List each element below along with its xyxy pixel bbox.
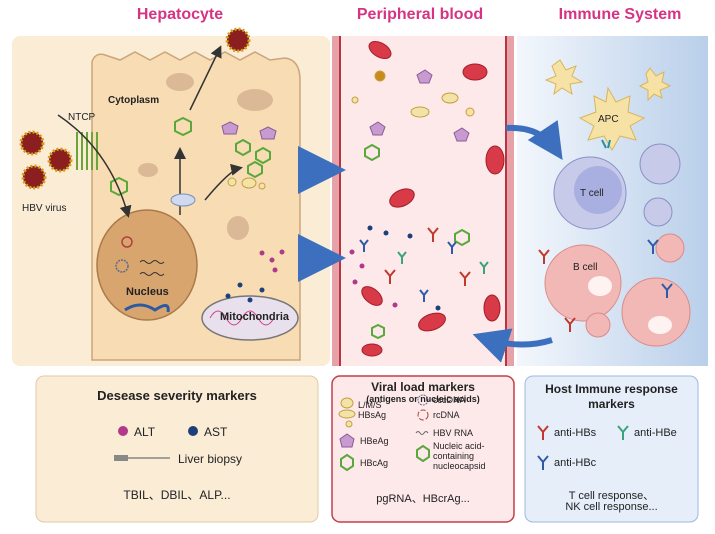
- red-blood-cells: [361, 40, 505, 357]
- ast-label: AST: [204, 425, 228, 439]
- immune-others-line1: T cell response、: [568, 490, 655, 502]
- severity-box-title: Desease severity markers: [97, 388, 257, 403]
- anti-hbs-label: anti-HBs: [554, 427, 597, 439]
- anti-hbc-label: anti-HBc: [554, 457, 597, 469]
- b-cell: [544, 244, 622, 322]
- t-cell-label: T cell: [580, 188, 604, 199]
- anti-hbe-label: anti-HBe: [634, 427, 677, 439]
- nucleocapsid-icon: [416, 444, 430, 463]
- alt-dot-icon: [118, 426, 128, 436]
- nucleocapsid-label-line2: containing: [433, 451, 475, 461]
- cccdna-label: cccDNA: [433, 395, 466, 405]
- ntcp-label: NTCP: [68, 112, 96, 123]
- severity-others: TBIL、DBIL、ALP...: [123, 488, 231, 502]
- hepatocyte-header: Hepatocyte: [136, 6, 224, 23]
- cytoplasm-label: Cytoplasm: [108, 95, 160, 106]
- viral-others: pgRNA、HBcrAg...: [376, 493, 470, 505]
- immune-others-line2: NK cell response...: [565, 501, 658, 513]
- viral-box-subtitle: (antigens or nucleic acids): [366, 394, 480, 404]
- hbv-virus-icon: [19, 27, 251, 190]
- peripheral-blood-header: Peripheral blood: [356, 6, 484, 23]
- arrow-to-blood-return: [472, 328, 553, 363]
- blood-vessel: [332, 36, 514, 366]
- alt-label: ALT: [134, 425, 156, 439]
- hbcag-label: HBcAg: [360, 458, 389, 468]
- mitochondria-label: Mitochondria: [220, 311, 290, 323]
- rcdna-label: rcDNA: [433, 410, 460, 420]
- ast-dot-icon: [188, 426, 198, 436]
- immune-system-header: Immune System: [558, 6, 682, 23]
- nucleus: [96, 209, 198, 321]
- immune-box-title-line2: markers: [588, 397, 635, 411]
- b-cell-label: B cell: [573, 262, 598, 273]
- hbcag-icon: [340, 453, 354, 472]
- anti-hbe-icon: [617, 425, 629, 440]
- biopsy-label: Liver biopsy: [178, 452, 243, 466]
- viral-box-title: Viral load markers: [371, 380, 475, 394]
- hbeag-label: HBeAg: [360, 436, 389, 446]
- apc-cell: [544, 59, 672, 152]
- rcdna-icon: [417, 409, 429, 421]
- nucleocapsid-label-line3: nucleocapsid: [433, 461, 486, 471]
- mitochondria: [201, 295, 299, 341]
- viral-box: [331, 375, 515, 523]
- hbsag-icon: [340, 397, 354, 409]
- apc-label: APC: [598, 114, 619, 125]
- hbeag-icon: [339, 433, 355, 448]
- hbsag-label-line2: HBsAg: [358, 410, 387, 420]
- anti-hbs-icon: [537, 425, 549, 440]
- immune-box: [524, 375, 699, 523]
- severity-box: [35, 375, 319, 523]
- arrow-to-immune: [505, 120, 563, 160]
- cccdna-icon: [417, 394, 429, 406]
- nucleocapsid-label-line1: Nucleic acid-: [433, 441, 485, 451]
- immune-box-title-line1: Host Immune response: [545, 382, 678, 396]
- hbv-rna-icon: [415, 431, 429, 435]
- biopsy-needle-icon: [114, 455, 170, 461]
- hbsag-label-line1: L/M/S: [358, 400, 382, 410]
- hbv-rna-label: HBV RNA: [433, 428, 474, 438]
- hbv-virus-label: HBV virus: [22, 203, 67, 214]
- anti-hbc-icon: [537, 455, 549, 470]
- nucleus-label: Nucleus: [126, 286, 169, 298]
